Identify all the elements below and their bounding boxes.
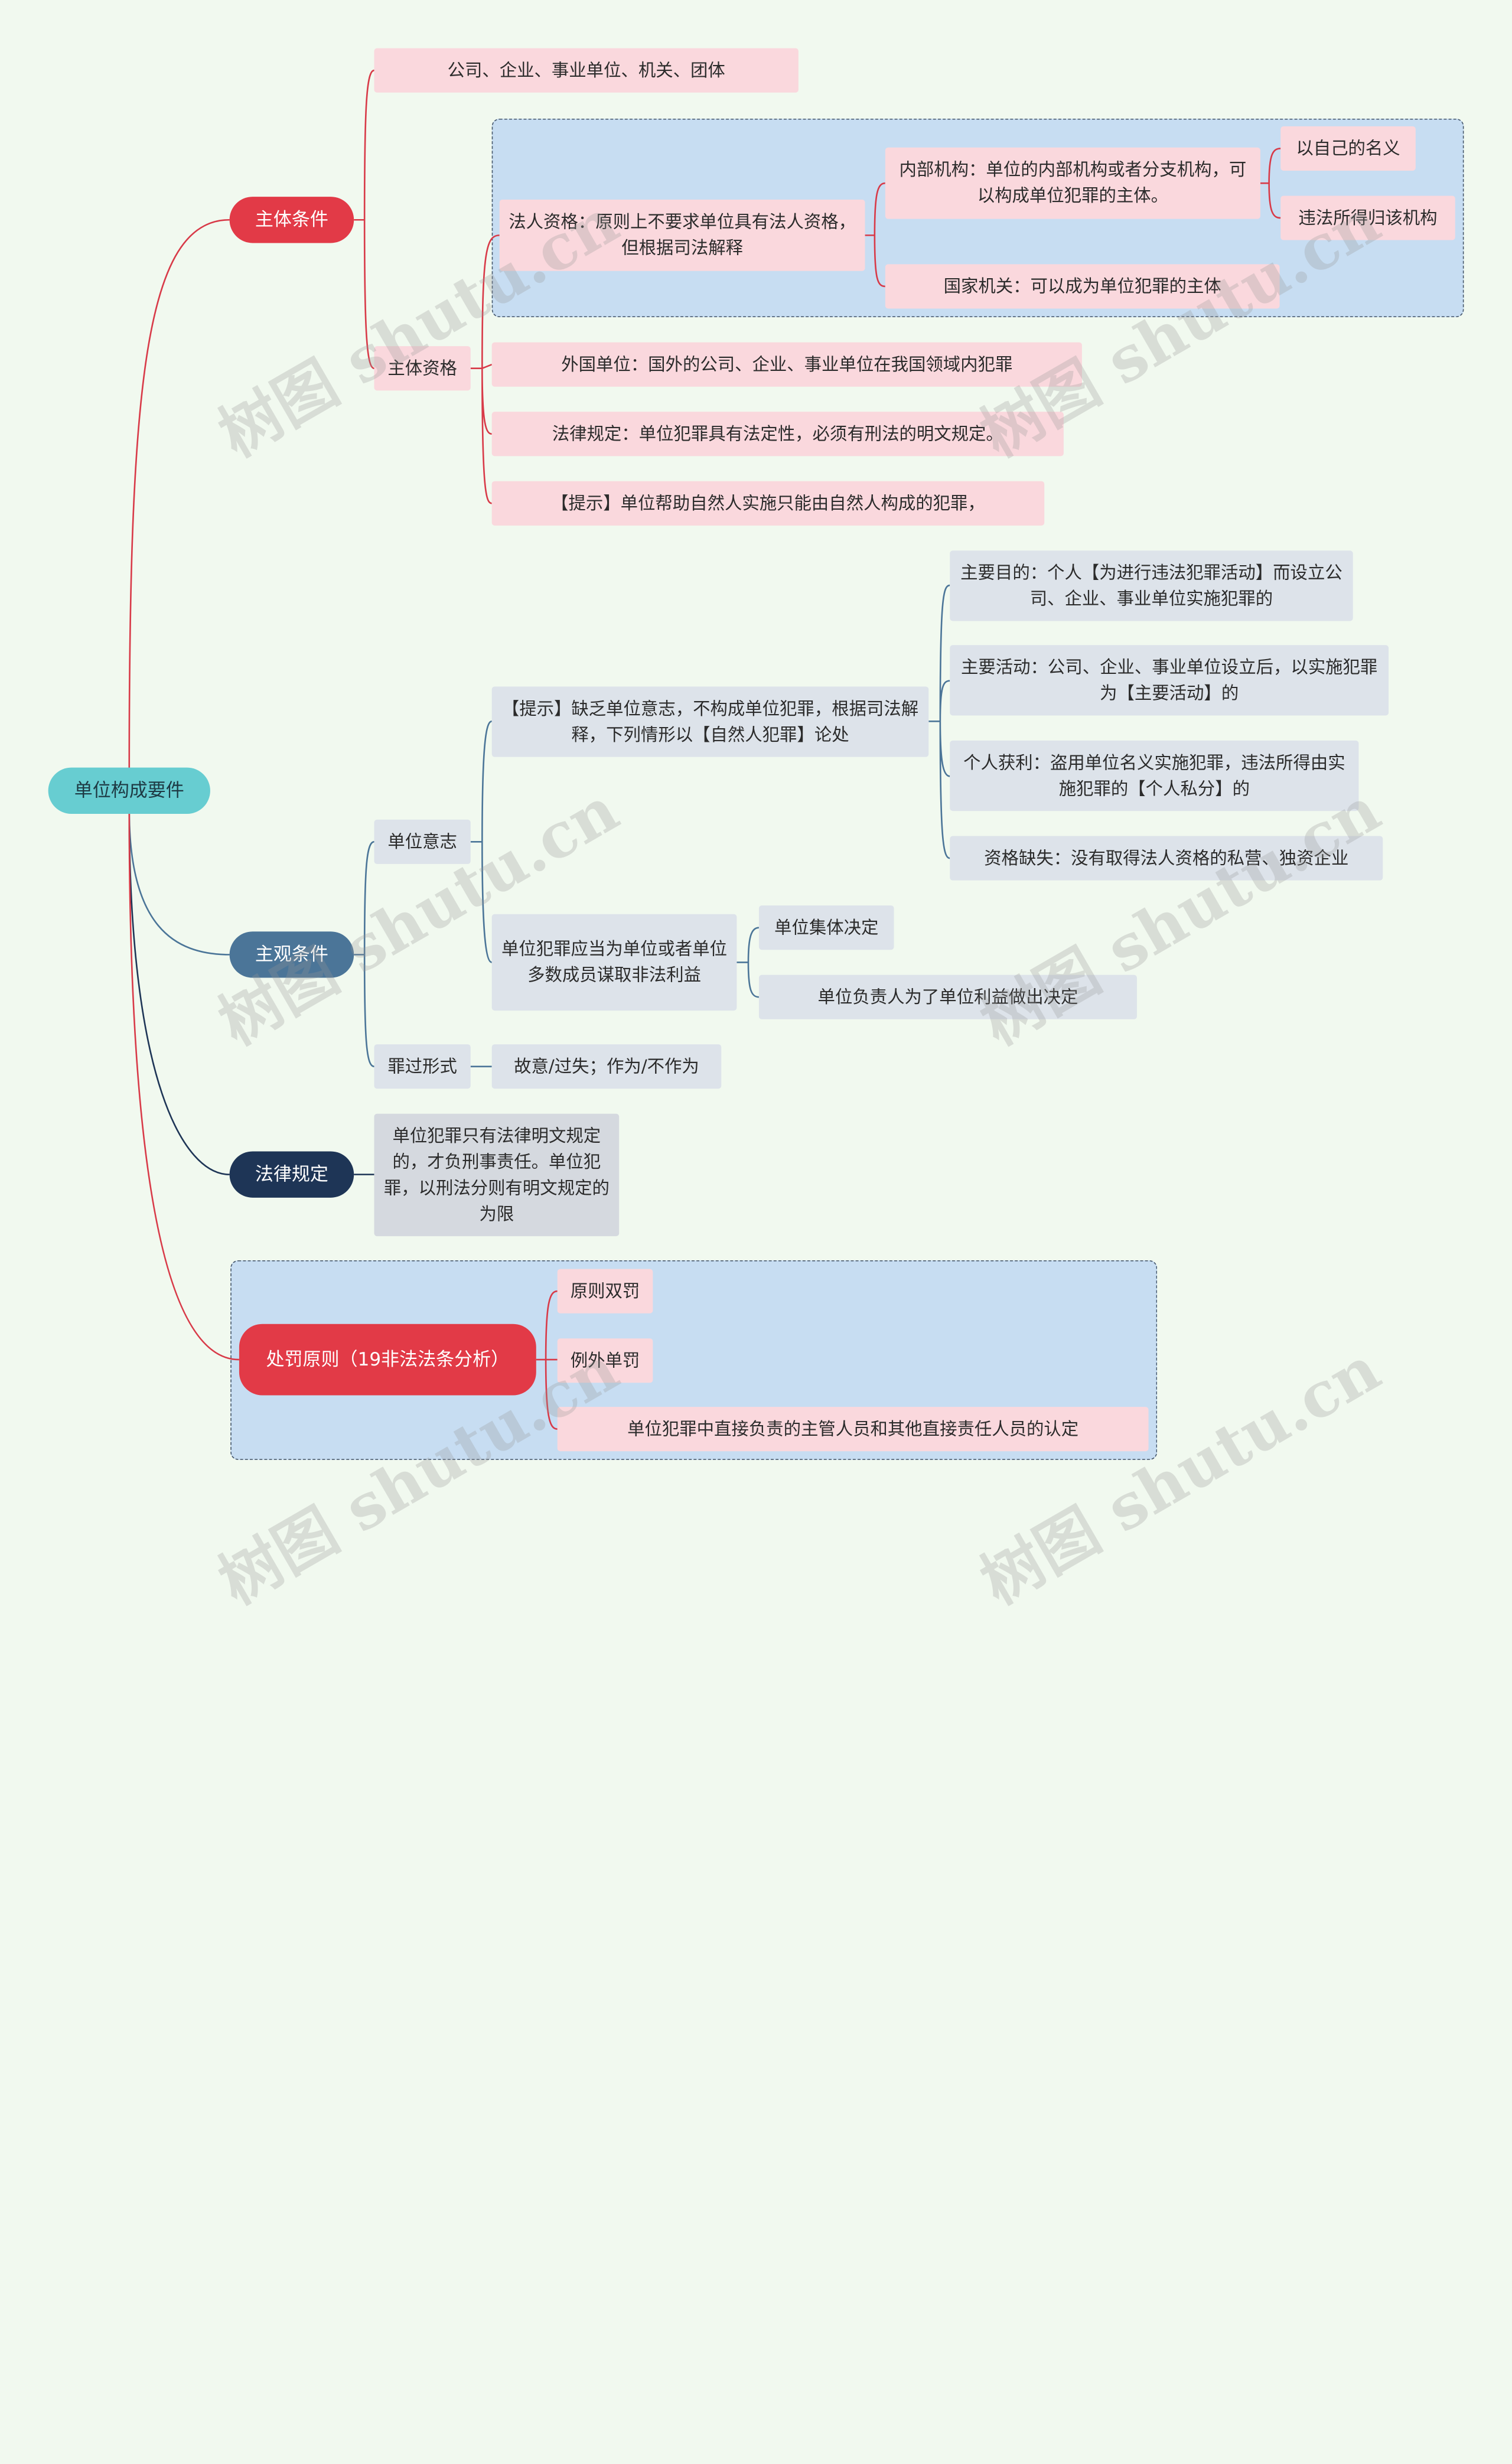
unit-will-node[interactable]: 单位意志	[374, 819, 471, 864]
line-will	[470, 720, 493, 963]
line-penalty	[536, 1290, 558, 1430]
line-qualification	[470, 234, 500, 504]
line-root-subjective	[128, 810, 230, 956]
foreign-unit-node[interactable]: 外国单位：国外的公司、企业、事业单位在我国领域内犯罪	[491, 342, 1082, 387]
will-hint-node[interactable]: 【提示】缺乏单位意志，不构成单位犯罪，根据司法解释，下列情形以【自然人犯罪】论处	[491, 686, 929, 757]
penalty-node[interactable]: 处罚原则（19非法法条分析）	[239, 1324, 536, 1396]
entity-types-node[interactable]: 公司、企业、事业单位、机关、团体	[374, 48, 799, 93]
line-hint-cases	[928, 584, 950, 859]
law-node[interactable]: 法律规定	[229, 1151, 354, 1198]
subject-condition-node[interactable]: 主体条件	[229, 197, 354, 243]
case-purpose-node[interactable]: 主要目的：个人【为进行违法犯罪活动】而设立公司、企业、事业单位实施犯罪的	[950, 550, 1353, 621]
case-profit-node[interactable]: 个人获利：盗用单位名义实施犯罪，违法所得由实施犯罪的【个人私分】的	[950, 740, 1359, 811]
subjective-condition-node[interactable]: 主观条件	[229, 931, 354, 978]
fault-form-node[interactable]: 罪过形式	[374, 1044, 471, 1089]
own-name-node[interactable]: 以自己的名义	[1280, 126, 1416, 171]
line-legal-person	[865, 182, 885, 288]
fault-value-node[interactable]: 故意/过失；作为/不作为	[491, 1044, 722, 1089]
qualification-node[interactable]: 主体资格	[374, 346, 471, 391]
root-node[interactable]: 单位构成要件	[48, 767, 210, 814]
line-root-subject	[128, 219, 230, 772]
single-penalty-node[interactable]: 例外单罚	[557, 1338, 653, 1383]
state-organ-node[interactable]: 国家机关：可以成为单位犯罪的主体	[885, 264, 1280, 309]
case-qualification-node[interactable]: 资格缺失：没有取得法人资格的私营、独资企业	[950, 836, 1383, 881]
case-activity-node[interactable]: 主要活动：公司、企业、事业单位设立后，以实施犯罪为【主要活动】的	[950, 645, 1389, 716]
subject-hint-node[interactable]: 【提示】单位帮助自然人实施只能由自然人构成的犯罪，	[491, 481, 1045, 526]
law-text-node[interactable]: 单位犯罪只有法律明文规定的，才负刑事责任。单位犯罪，以刑法分则有明文规定的为限	[374, 1113, 620, 1237]
line-root-penalty	[128, 810, 239, 1361]
line-subject	[354, 69, 374, 369]
line-benefit	[737, 927, 760, 998]
line-root-law	[128, 810, 230, 1175]
connector-lines	[128, 69, 1281, 1430]
responsible-person-node[interactable]: 单位犯罪中直接负责的主管人员和其他直接责任人员的认定	[557, 1407, 1149, 1452]
benefit-node[interactable]: 单位犯罪应当为单位或者单位多数成员谋取非法利益	[491, 914, 737, 1011]
legal-rule-node[interactable]: 法律规定：单位犯罪具有法定性，必须有刑法的明文规定。	[491, 412, 1064, 457]
internal-body-node[interactable]: 内部机构：单位的内部机构或者分支机构，可以构成单位犯罪的主体。	[885, 147, 1260, 219]
legal-person-node[interactable]: 法人资格：原则上不要求单位具有法人资格，但根据司法解释	[499, 199, 865, 271]
collective-decision-node[interactable]: 单位集体决定	[758, 905, 894, 950]
leader-decision-node[interactable]: 单位负责人为了单位利益做出决定	[758, 974, 1137, 1019]
dual-penalty-node[interactable]: 原则双罚	[557, 1269, 653, 1314]
line-subjective	[354, 841, 374, 1068]
proceeds-node[interactable]: 违法所得归该机构	[1280, 195, 1455, 240]
line-internal	[1260, 148, 1281, 219]
